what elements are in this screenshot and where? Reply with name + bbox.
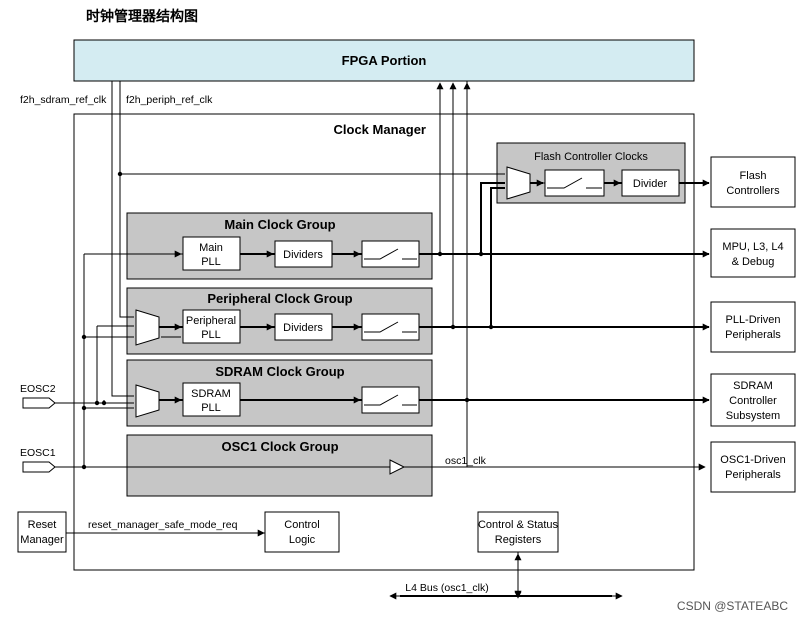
svg-text:Peripherals: Peripherals — [725, 329, 781, 341]
osc1-clk-label: osc1_clk — [445, 455, 487, 467]
eosc2-label: EOSC2 — [20, 383, 56, 395]
eosc1-label: EOSC1 — [20, 447, 56, 459]
svg-text:Dividers: Dividers — [283, 249, 323, 261]
flash-switch-icon — [544, 169, 605, 197]
fpga-portion-box — [73, 39, 695, 82]
svg-text:Subsystem: Subsystem — [726, 410, 780, 422]
reset-manager-box: Reset Manager — [17, 511, 67, 553]
peripheral-pll-box: Peripheral PLL — [182, 309, 241, 344]
main-pll-box: Main PLL — [182, 236, 241, 271]
sdram-mux-icon — [135, 384, 160, 418]
svg-text:Divider: Divider — [633, 178, 668, 190]
safe-mode-req-label: reset_manager_safe_mode_req — [88, 519, 238, 531]
flash-controllers-output-box: Flash Controllers — [710, 156, 796, 208]
svg-text:Manager: Manager — [20, 534, 64, 546]
svg-text:OSC1-Driven: OSC1-Driven — [720, 454, 785, 466]
watermark: CSDN @STATEABC — [677, 599, 788, 613]
svg-text:Peripherals: Peripherals — [725, 469, 781, 481]
l4-bus-label: L4 Bus (osc1_clk) — [405, 582, 488, 594]
svg-text:Peripheral: Peripheral — [186, 315, 236, 327]
svg-text:MPU, L3, L4: MPU, L3, L4 — [722, 241, 783, 253]
eosc2-input: EOSC2 — [20, 383, 56, 409]
svg-text:PLL: PLL — [201, 329, 221, 341]
junction-dots — [81, 171, 494, 470]
peripheral-switch-icon — [361, 313, 420, 341]
svg-text:SDRAM: SDRAM — [733, 380, 773, 392]
page-title: 时钟管理器结构图 — [86, 8, 198, 25]
main-switch-icon — [361, 240, 420, 268]
sdram-controller-output-box: SDRAM Controller Subsystem — [710, 373, 796, 427]
svg-text:PLL-Driven: PLL-Driven — [725, 314, 780, 326]
svg-text:Controller: Controller — [729, 395, 777, 407]
svg-text:PLL: PLL — [201, 402, 221, 414]
sdram-switch-icon — [361, 386, 420, 414]
main-dividers-box: Dividers — [274, 240, 333, 268]
peripheral-mux-icon — [135, 309, 160, 346]
sdram-clock-group-title: SDRAM Clock Group — [215, 364, 344, 379]
control-logic-box: Control Logic — [264, 511, 340, 553]
f2h-sdram-ref-clk-label: f2h_sdram_ref_clk — [20, 94, 107, 106]
svg-text:Flash: Flash — [740, 170, 767, 182]
svg-text:PLL: PLL — [201, 256, 221, 268]
osc1-clock-group: OSC1 Clock Group — [126, 434, 433, 497]
svg-text:& Debug: & Debug — [732, 256, 775, 268]
sdram-pll-box: SDRAM PLL — [182, 382, 241, 417]
flash-controller-clocks-title: Flash Controller Clocks — [534, 151, 648, 163]
fpga-portion-label: FPGA Portion — [342, 53, 427, 68]
peripheral-clock-group-title: Peripheral Clock Group — [207, 291, 352, 306]
svg-text:Control & Status: Control & Status — [478, 519, 559, 531]
thick-wires — [159, 182, 705, 401]
svg-text:SDRAM: SDRAM — [191, 388, 231, 400]
pll-driven-peripherals-output-box: PLL-Driven Peripherals — [710, 301, 796, 353]
osc1-clock-group-title: OSC1 Clock Group — [221, 439, 338, 454]
svg-text:Reset: Reset — [28, 519, 57, 531]
control-status-registers-box: Control & Status Registers — [477, 511, 559, 553]
flash-divider-box: Divider — [621, 169, 680, 197]
eosc1-input: EOSC1 — [20, 447, 56, 473]
svg-text:Main: Main — [199, 242, 223, 254]
svg-text:Dividers: Dividers — [283, 322, 323, 334]
osc1-driven-peripherals-output-box: OSC1-Driven Peripherals — [710, 441, 796, 493]
peripheral-dividers-box: Dividers — [274, 313, 333, 341]
svg-text:Control: Control — [284, 519, 319, 531]
mpu-output-box: MPU, L3, L4 & Debug — [710, 228, 796, 278]
svg-text:Logic: Logic — [289, 534, 316, 546]
clock-manager-label: Clock Manager — [334, 122, 426, 137]
svg-text:Registers: Registers — [495, 534, 542, 546]
flash-mux-icon — [506, 166, 531, 200]
clock-manager-box — [73, 113, 695, 571]
main-clock-group-title: Main Clock Group — [224, 217, 335, 232]
osc1-buffer-icon — [389, 459, 406, 475]
f2h-periph-ref-clk-label: f2h_periph_ref_clk — [126, 94, 213, 106]
svg-text:Controllers: Controllers — [726, 185, 780, 197]
